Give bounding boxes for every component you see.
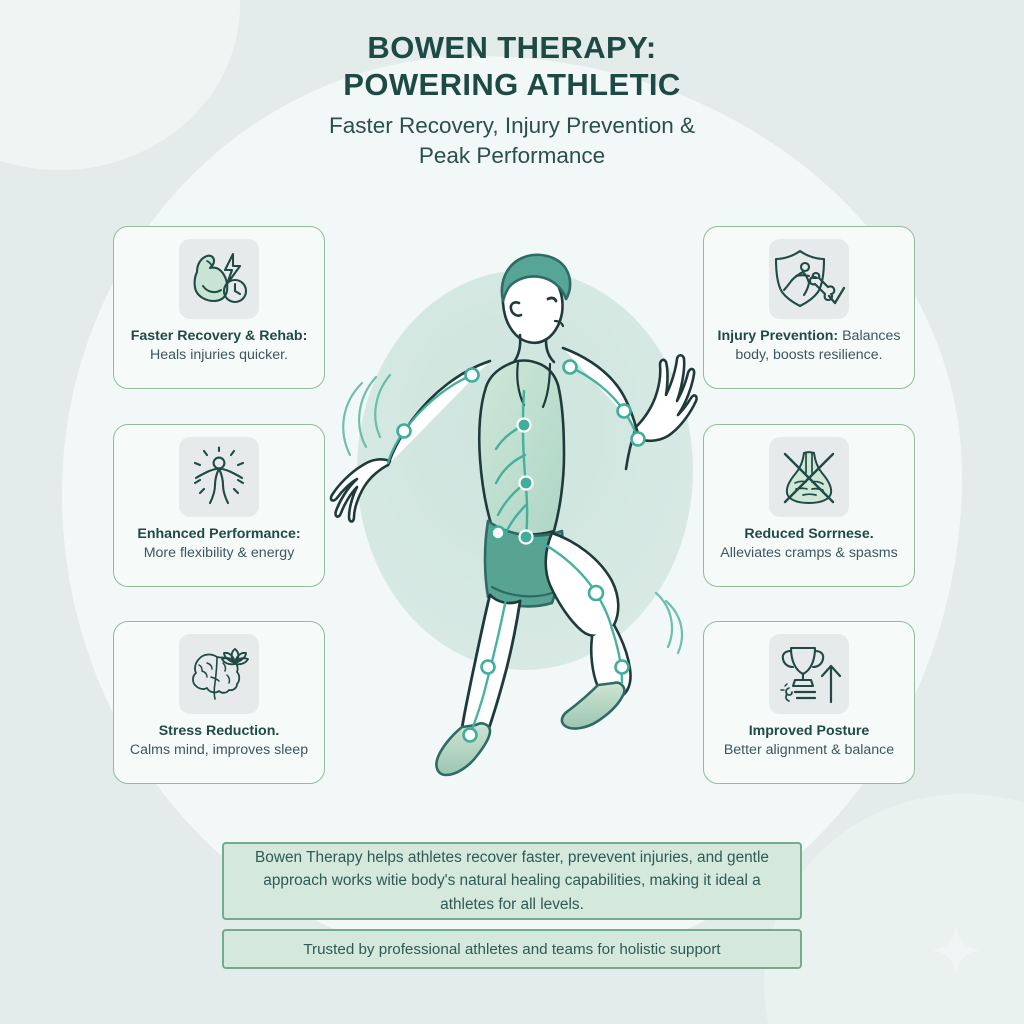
page-subtitle-line-2: Peak Performance (418, 142, 606, 168)
motion-arc-right (654, 591, 684, 655)
trust-callout-text: Trusted by professional athletes and tea… (303, 940, 721, 958)
benefit-card-faster-recovery[interactable]: Faster Recovery & Rehab: Heals injuries … (113, 226, 325, 389)
card-text: Faster Recovery & Rehab: Heals injuries … (116, 327, 322, 365)
card-description: Better alignment & balance (723, 742, 895, 759)
card-description: Balances body, boosts resilience. (735, 328, 901, 364)
card-text: Stress Reduction. Calms mind, improves s… (116, 722, 322, 760)
trust-callout: Trusted by professional athletes and tea… (222, 929, 802, 969)
card-text: Injury Prevention: Balances body, boosts… (706, 327, 912, 365)
crossed-out-muscle-icon (769, 437, 849, 517)
page-subtitle-line-1: Faster Recovery, Injury Prevention & (329, 113, 695, 139)
page-header: BOWEN THERAPY: POWERING ATHLETIC Faster … (0, 30, 1024, 171)
benefit-card-improved-posture[interactable]: Improved Posture Better alignment & bala… (703, 621, 915, 784)
running-athlete-illustration (320, 215, 710, 815)
trophy-up-arrow-icon (769, 634, 849, 714)
card-title: Improved Posture (748, 723, 870, 739)
summary-callout: Bowen Therapy helps athletes recover fas… (222, 842, 802, 920)
card-description: Calms mind, improves sleep (129, 742, 309, 759)
card-title: Faster Recovery & Rehab: (130, 328, 308, 344)
page-title-line-2: POWERING ATHLETIC (343, 66, 681, 102)
card-title: Reduced Sorrnese. (744, 526, 874, 542)
shield-runner-bones-check-icon (769, 239, 849, 319)
card-text: Improved Posture Better alignment & bala… (706, 722, 912, 760)
card-description: More flexibility & energy (143, 545, 295, 562)
motion-arc-left (342, 373, 392, 457)
card-title: Injury Prevention: (717, 328, 839, 344)
meridian-nodes (396, 359, 646, 743)
benefit-card-enhanced-performance[interactable]: Enhanced Performance: More flexibility &… (113, 424, 325, 587)
benefit-card-injury-prevention[interactable]: Injury Prevention: Balances body, boosts… (703, 226, 915, 389)
card-title: Stress Reduction. (158, 723, 280, 739)
card-description: Alleviates cramps & spasms (720, 545, 898, 562)
page-title: BOWEN THERAPY: POWERING ATHLETIC (232, 30, 792, 103)
benefit-card-stress-reduction[interactable]: Stress Reduction. Calms mind, improves s… (113, 621, 325, 784)
card-description: Heals injuries quicker. (150, 347, 288, 364)
bicep-flex-lightning-clock-icon (179, 239, 259, 319)
brain-lotus-icon (179, 634, 259, 714)
card-title: Enhanced Performance: (137, 526, 301, 542)
benefit-card-reduced-soreness[interactable]: Reduced Sorrnese. Alleviates cramps & sp… (703, 424, 915, 587)
star-pose-person-icon (179, 437, 259, 517)
page-title-line-1: BOWEN THERAPY: (367, 30, 657, 65)
background-blob-bottom-right (764, 794, 1024, 1024)
card-text: Reduced Sorrnese. Alleviates cramps & sp… (706, 525, 912, 563)
page-subtitle: Faster Recovery, Injury Prevention & Pea… (252, 111, 772, 170)
sparkle-icon (932, 926, 980, 974)
summary-callout-text: Bowen Therapy helps athletes recover fas… (255, 848, 769, 913)
card-text: Enhanced Performance: More flexibility &… (116, 525, 322, 563)
